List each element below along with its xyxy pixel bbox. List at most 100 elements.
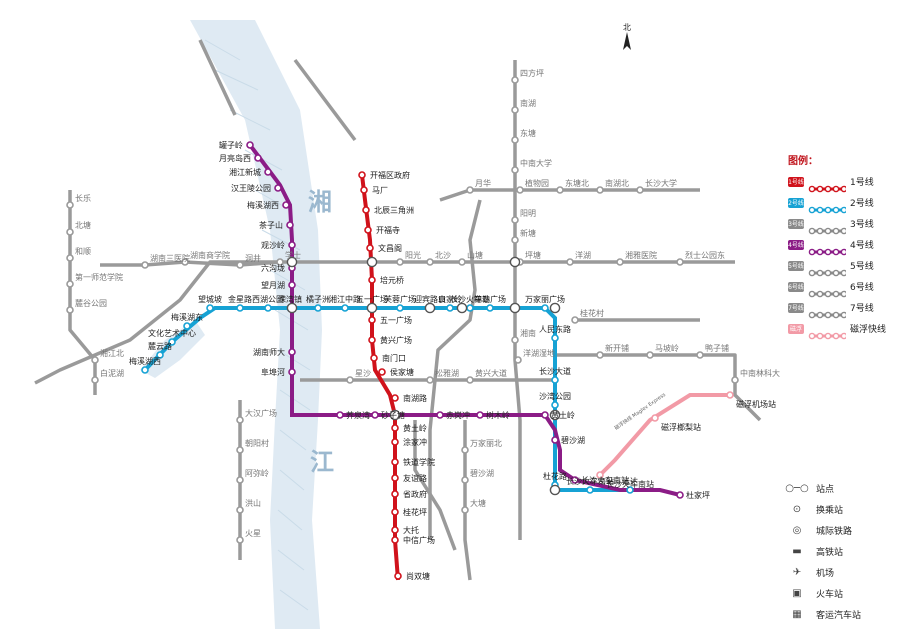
grey-line-station [566,258,574,266]
station-label: 茶子山 [259,220,283,230]
grey-line-station [236,261,244,269]
symbol-row: ▬高铁站 [786,541,898,562]
grey-line-station [66,306,74,314]
station-label: 坪塘 [525,250,541,260]
station-label: 南门口 [382,353,406,363]
station-label: 长沙大道 [539,366,571,376]
grey-line-station [236,446,244,454]
line4-station [288,348,296,356]
line4-station [476,411,484,419]
grey-line-station [596,351,604,359]
interchange-icon [286,302,298,314]
line4-station [254,154,262,162]
interchange-icon [549,302,561,314]
line4-station [274,184,282,192]
line1-station [378,368,386,376]
line1-station [391,474,399,482]
station-label: 南湖北 [605,178,629,188]
line1-station [391,424,399,432]
legend-badge: 磁浮 [788,323,804,334]
interchange-icon [366,256,378,268]
line2-station [586,486,594,494]
station-label: 赤岗冲 [446,410,470,420]
station-label: 桂花坪 [403,507,427,517]
line1-station [368,276,376,284]
grey-line-station [236,476,244,484]
interchange-icon [549,409,561,421]
north-arrow-icon [623,32,631,50]
station-label: 洋湖 [575,250,591,260]
grey-line-station [696,351,704,359]
legend-line-name: 5号线 [850,262,874,272]
station-label: 文昌阁 [378,243,402,253]
grey-line-station [511,76,519,84]
line2-station [236,304,244,312]
station-label: 长乐 [75,193,91,203]
line2-path [143,306,645,492]
north-label: 北 [623,23,631,32]
station-label: 芙蓉广场 [384,294,416,304]
station-label: 友谊路 [403,473,427,483]
legend-line-8: 磁浮磁浮快线 [788,318,898,339]
station-label: 月华 [475,178,491,188]
xiang-river [190,20,322,629]
line4-station [676,491,684,499]
river-label-xiang: 湘 [308,188,332,216]
station-label: 观沙岭 [261,240,285,250]
grey-line-station [181,258,189,266]
line1-station [362,206,370,214]
line6b-path [555,353,762,422]
station-label: 阜埠河 [261,367,285,377]
station-label: 湘江中路 [329,294,361,304]
station-label: 黄兴大道 [475,368,507,378]
station-label: 磁浮榔梨站 [661,422,701,432]
grey-line-station [616,258,624,266]
station-label: 磁浮机场站 [736,399,776,409]
station-label: 望月湖 [261,280,285,290]
station-label: 湘南 [520,328,536,338]
station-label: 大汉广场 [245,408,277,418]
line3d-path [413,420,457,551]
station-label: 梅溪湖东 [171,312,203,322]
interchange-icon [456,302,468,314]
line2-station [626,486,634,494]
line2-station [183,322,191,330]
station-label: 沙湾公园 [539,391,571,401]
station-label: 阿弥岭 [245,468,269,478]
station-icon: ○─○ [785,483,809,494]
line7c-path [463,420,472,581]
station-label: 鸭子铺 [705,343,729,353]
legend-line-name: 6号线 [850,283,874,293]
interchange-icon [549,484,561,496]
station-label: 五一广场 [380,315,412,325]
legend-line-name: 4号线 [850,241,874,251]
station-label: 六沟垅 [261,263,285,273]
station-label: 汉王陵公园 [231,184,271,193]
line1-station [368,316,376,324]
interchange-icon [366,302,378,314]
grey-line-station [66,280,74,288]
grey-line-station [276,258,284,266]
line1-station [391,526,399,534]
maglev-station [726,391,734,399]
grey-line-station [91,356,99,364]
line1-station [391,458,399,466]
station-label: 碧沙湖 [561,435,585,445]
station-label: 侯家塘 [390,367,414,377]
legend-dots [808,220,848,234]
line5b-path [428,199,482,540]
station-label: 湖南师大 [253,347,285,357]
station-label: 大塘 [470,498,486,508]
grey-line-station [141,261,149,269]
grey-line-station [236,506,244,514]
line2-station [466,304,474,312]
meixi-lake [140,320,205,378]
station-label: 新塘 [520,228,536,238]
station-label: 西湖公园 [252,295,284,304]
line2-station [551,376,559,384]
line4-station [551,436,559,444]
station-label: 麓谷公园 [75,298,107,308]
